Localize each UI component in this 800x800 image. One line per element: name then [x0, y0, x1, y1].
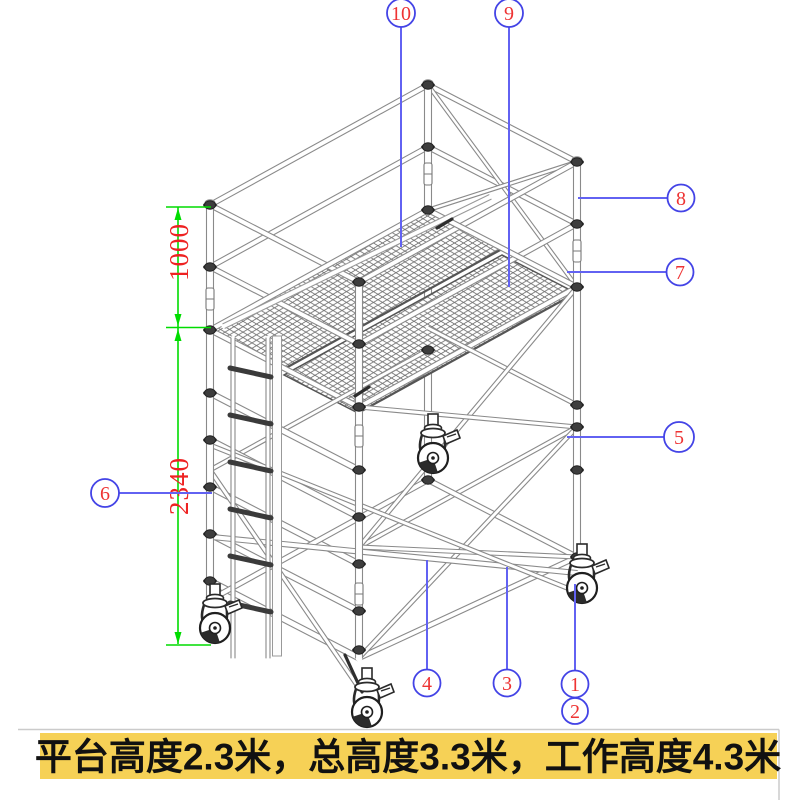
callout-4: 4: [412, 560, 442, 698]
ladder-rung: [227, 553, 274, 568]
spec-banner-background: [40, 733, 777, 779]
tube-clamps: [203, 80, 584, 655]
dimension-arrow: [174, 632, 182, 644]
callout-circle: [492, 668, 522, 698]
callout-number: 2: [570, 701, 580, 723]
callout-number: 7: [675, 262, 685, 284]
dimension-arrow: [174, 329, 182, 341]
callout-number: 6: [100, 483, 110, 505]
callout-7: 7: [567, 257, 695, 287]
callout-number: 3: [502, 673, 512, 695]
callout-circle: [90, 478, 120, 508]
ladder-rung: [227, 506, 274, 521]
callout-1: 1: [560, 584, 590, 699]
callout-number: 1: [570, 674, 580, 696]
callout-circle: [663, 421, 695, 453]
callout-number: 8: [676, 188, 686, 210]
dimension-annotations: 1000 2340: [164, 206, 211, 646]
scaffold-structure: [198, 79, 611, 729]
ladder-rung: [227, 459, 274, 474]
callout-6: 6: [90, 478, 212, 508]
dimension-arrow: [174, 314, 182, 326]
callout-number: 9: [504, 3, 514, 25]
callout-circle: [386, 0, 416, 28]
callout-8: 8: [578, 183, 696, 213]
callout-circle: [665, 257, 695, 287]
callout-number: 5: [674, 427, 684, 449]
callout-3: 3: [492, 567, 522, 698]
callout-circle: [412, 668, 442, 698]
dimension-label-2340: 2340: [164, 457, 194, 515]
callout-number: 10: [391, 3, 411, 25]
callout-5: 5: [567, 421, 695, 453]
callout-circle: [494, 0, 524, 28]
callout-circle: [561, 697, 589, 725]
callout-number: 4: [422, 673, 432, 695]
callout-9: 9: [494, 0, 524, 287]
post-joints: [205, 162, 582, 606]
spec-banner-text: 平台高度2.3米，总高度3.3米，工作高度4.3米: [35, 737, 781, 778]
ladder-rung: [227, 412, 274, 427]
part-callouts: 10 9 8 7 5 6 4 3 1 2: [90, 0, 696, 725]
ladder-rung: [227, 365, 274, 380]
caster-wheel: [350, 666, 396, 729]
callout-10: 10: [386, 0, 416, 247]
callout-circle: [666, 183, 696, 213]
spec-banner: 平台高度2.3米，总高度3.3米，工作高度4.3米: [35, 733, 781, 779]
dimension-arrow: [174, 208, 182, 220]
callout-2: 2: [561, 697, 589, 725]
dimension-label-1000: 1000: [164, 223, 194, 281]
